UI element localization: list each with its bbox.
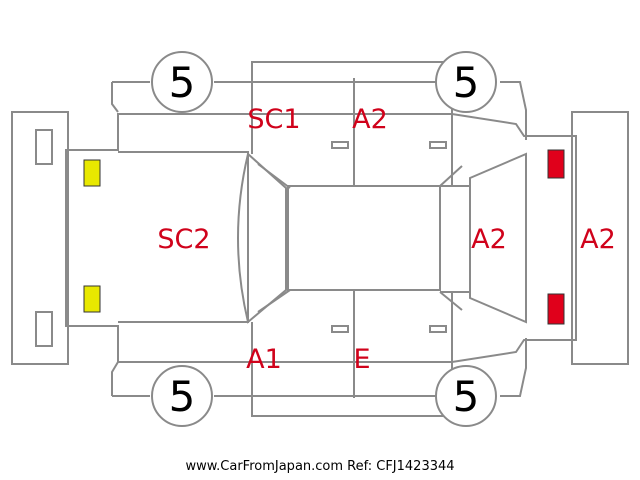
- windshield: [237, 152, 287, 324]
- damage-code-roof-right: A2: [352, 104, 388, 135]
- front-bumper-tab-bottom: [35, 311, 53, 347]
- car-body-outline: [65, 113, 577, 363]
- tire-rear-right-value: 5: [453, 372, 480, 421]
- damage-code-bottom-rear-door: E: [353, 344, 370, 375]
- side-panel-bottom: [111, 292, 455, 417]
- door-handle-top-front: [331, 141, 349, 149]
- wheel-rear-left: [435, 51, 497, 113]
- wheel-front-right: [151, 365, 213, 427]
- damage-code-hood: SC2: [157, 224, 210, 255]
- wheel-front-left: [151, 51, 213, 113]
- tire-front-left-value: 5: [169, 58, 196, 107]
- front-bumper: [11, 111, 69, 365]
- hood-panel: [118, 151, 249, 323]
- rear-fender-top: [500, 81, 527, 140]
- front-bumper-tab-top: [35, 129, 53, 165]
- tire-rear-left-value: 5: [453, 58, 480, 107]
- damage-code-rear-bumper: A2: [580, 224, 616, 255]
- trunk-panel: [469, 152, 527, 324]
- roof-panel: [287, 185, 441, 291]
- damage-code-bottom-front-door: A1: [246, 344, 282, 375]
- taillight-top: [547, 149, 565, 179]
- tire-front-right-value: 5: [169, 372, 196, 421]
- damage-code-rear-window: A2: [471, 224, 507, 255]
- rear-fender-bottom: [500, 338, 527, 397]
- door-handle-bottom-rear: [429, 325, 447, 333]
- damage-code-roof-left: SC1: [247, 104, 300, 135]
- door-handle-bottom-front: [331, 325, 349, 333]
- rear-bumper: [571, 111, 629, 365]
- headlight-bottom: [83, 285, 101, 313]
- wheel-rear-right: [435, 365, 497, 427]
- reference-footer: www.CarFromJapan.com Ref: CFJ1423344: [185, 459, 455, 474]
- taillight-bottom: [547, 293, 565, 325]
- windshield-inner: [257, 163, 291, 313]
- headlight-top: [83, 159, 101, 187]
- door-handle-top-rear: [429, 141, 447, 149]
- side-panel-top: [111, 61, 455, 186]
- rear-window: [439, 165, 471, 311]
